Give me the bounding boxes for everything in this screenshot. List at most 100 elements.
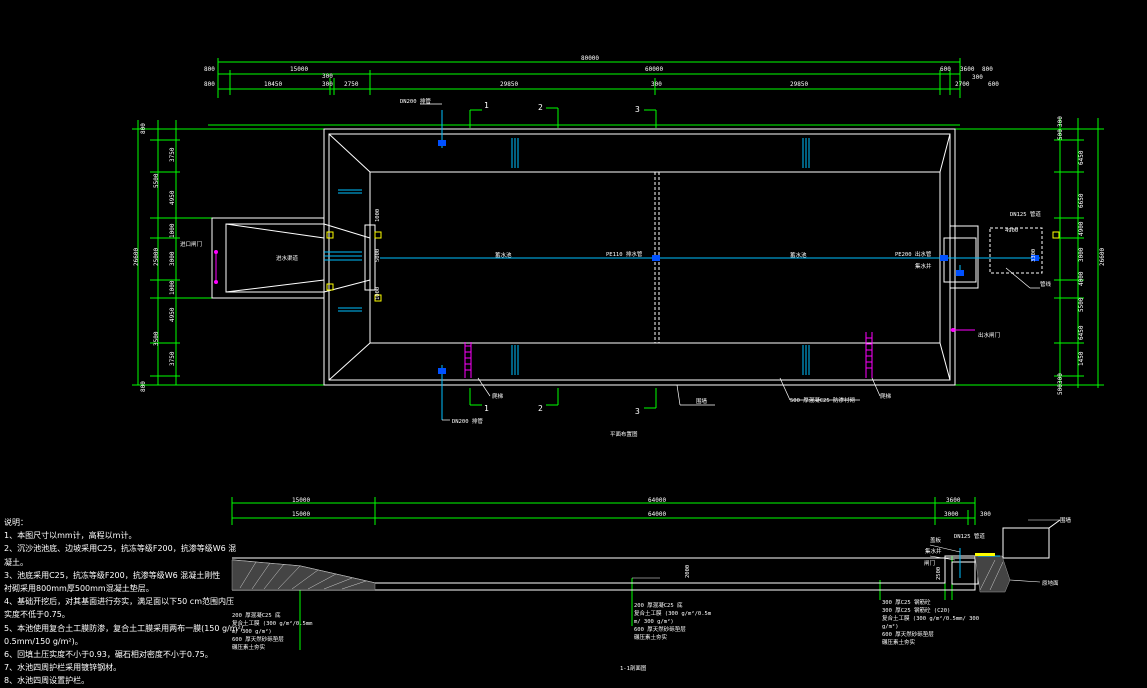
note-line-12: 8、水池四周设置护栏。 — [4, 676, 90, 686]
pe-mid-label: PE110 排水管 — [606, 250, 643, 258]
sec-dim-r2-0: 15000 — [292, 511, 310, 518]
plan-pipe-markers — [438, 140, 1039, 374]
wall-label: 围墙 — [696, 397, 708, 405]
sec-cap-label: 盖板 — [930, 536, 942, 544]
rect-1000-label: 1000 — [375, 209, 381, 222]
pipe-note-label: 管线 — [1040, 280, 1052, 288]
sec-gate-label: 闸门 — [924, 559, 935, 567]
dim-right-3: 6650 — [1078, 193, 1085, 208]
dim-left-2: 5500 — [153, 173, 160, 188]
sec-wall-label: 围墙 — [1060, 516, 1072, 524]
ladder-left-label: 爬梯 — [492, 392, 504, 400]
sec-label-r1: 300 厚C25 钢筋砼 — [882, 598, 931, 606]
dim-left-4: 25000 — [153, 248, 160, 266]
dn125-label: DN125 管道 — [1010, 210, 1041, 218]
sec-label-m3: m/ 300 g/m²) — [634, 618, 674, 625]
dim-left-7: 3000 — [169, 251, 176, 266]
sec-sump-label: 集水井 — [925, 547, 942, 555]
sec-label-r3: 复合土工膜 (300 g/m²/0.5mm/ 300 — [882, 614, 979, 622]
dim-top-r2-2: 300 — [322, 73, 333, 80]
dim-top-r2-5: 3600 — [960, 66, 975, 73]
dim-top-r3-3: 2750 — [344, 81, 359, 88]
dim-right-0: 500 — [1057, 129, 1064, 140]
dim-right-4: 4900 — [1078, 221, 1085, 236]
plan-symbols — [326, 231, 1060, 302]
dim-top-r2-4: 600 — [940, 66, 951, 73]
plan-section-labels: 1 2 3 1 2 3 — [484, 101, 640, 416]
sec-dim-r1-0: 15000 — [292, 497, 310, 504]
sec-dim-r1-1: 64000 — [648, 497, 666, 504]
design-notes: 说明： 1、本图尺寸以mm计，高程以m计。 2、沉沙池池底、边坡采用C25，抗冻… — [4, 516, 244, 688]
dim-left-3: 4950 — [169, 190, 176, 205]
note-line-11: 7、水池四周护栏采用镀锌钢材。 — [4, 663, 122, 673]
pool-label-right: 蓄水池 — [790, 251, 807, 259]
rect-1000b-label: 1000 — [375, 287, 381, 300]
ladder-right-label: 爬梯 — [880, 392, 892, 400]
note-line-6: 4、基础开挖后，对其基面进行夯实，满足面以下50 cm范围内压 — [4, 597, 235, 607]
dim-left-11: 3750 — [169, 351, 176, 366]
plan-ladders — [215, 250, 975, 378]
plan-right-dim-text: 500 300 6450 6650 4900 3000 4000 5500 64… — [1057, 116, 1106, 395]
section-dimensions — [231, 497, 976, 650]
note-line-5: 衬砌采用800mm厚500mm混凝土垫层。 — [4, 584, 154, 594]
dim-right-1: 300 — [1057, 116, 1064, 127]
sec-label-m2: 复合土工膜 (300 g/m²/0.5m — [634, 609, 712, 617]
sec-dim2000: 2000 — [685, 565, 691, 578]
plan-left-dim-text: 800 3750 5500 4950 25000 26600 1000 3000… — [133, 123, 176, 392]
sec-label-l2: 复合土工膜 (300 g/m²/0.5mm — [232, 619, 313, 627]
sec-label-m1: 200 厚混凝C25 底 — [634, 601, 683, 609]
grid-label: 4900 — [1005, 228, 1018, 234]
note-line-8: 5、本池使用复合土工膜防渗，复合土工膜采用两布一膜(150 g/m²/ — [4, 623, 244, 633]
rect-5000-label: 5000 — [375, 249, 381, 262]
dim-top-r2-1: 15000 — [290, 66, 308, 73]
pe-right-label: PE200 出水管 — [895, 250, 932, 258]
section-title: 1-1剖面图 — [620, 664, 647, 672]
plan-pipes — [324, 110, 1040, 420]
dim-right-2: 6450 — [1078, 150, 1085, 165]
sec-label-m4: 600 厚天然砂砾垫层 — [634, 625, 686, 633]
dim-right-12: 26600 — [1099, 248, 1106, 266]
cut-mark-1-top: 1 — [484, 101, 489, 110]
dim-left-12: 800 — [140, 381, 147, 392]
section-dim-text: 15000 64000 3600 15000 64000 3000 300 — [292, 497, 991, 518]
sump-label: 集水井 — [915, 262, 932, 270]
sec-dim-r2-2: 3000 — [944, 511, 959, 518]
sec-label-l3: m/ 300 g/m²) — [232, 628, 272, 635]
plan-title: 平面布置图 — [610, 430, 638, 438]
dim-right-11: 500 — [1057, 384, 1064, 395]
sec-dim-r1-2: 3600 — [946, 497, 961, 504]
note-line-3: 凝土。 — [4, 557, 28, 567]
cut-mark-1-bottom: 1 — [484, 404, 489, 413]
cut-mark-3-top: 3 — [635, 105, 640, 114]
plan-labels: DN200 排管 DN200 排管 进口闸门 进水渠道 PE110 排水管 PE… — [180, 97, 1052, 438]
dim-right-9: 1450 — [1078, 351, 1085, 366]
plan-section-cuts — [469, 107, 657, 409]
dim-top-r3-4: 29850 — [500, 81, 518, 88]
outlet-gate-label: 出水闸门 — [978, 331, 1000, 339]
lining-label: 500 厚混凝C25 防渗衬砌 — [790, 396, 855, 404]
cut-mark-2-bottom: 2 — [538, 404, 543, 413]
dim-right-10: 300 — [1057, 373, 1064, 384]
dim-top-r3-9: 600 — [988, 81, 999, 88]
notes-title: 说明： — [4, 518, 28, 527]
dim-top-r3-6: 29850 — [790, 81, 808, 88]
sec-label-r5: 600 厚天然砂砾垫层 — [882, 630, 934, 638]
note-line-4: 3、池底采用C25，抗冻等级F200，抗渗等级W6 混凝土刚性 — [4, 570, 221, 580]
dim-top-r2-3: 60000 — [645, 66, 663, 73]
section-markers — [975, 553, 995, 556]
dim-top-total: 80000 — [581, 55, 599, 62]
dn200-top-label: DN200 排管 — [400, 97, 431, 105]
note-line-2: 2、沉沙池池底、边坡采用C25，抗冻等级F200，抗渗等级W6 混 — [4, 544, 237, 554]
inlet-gate-label: 进口闸门 — [180, 240, 202, 248]
dim-right-6: 4000 — [1078, 271, 1085, 286]
plan-right-dimensions — [955, 118, 1104, 388]
dim-right-5: 3000 — [1078, 247, 1085, 262]
note-line-9: 0.5mm/150 g/m²)。 — [4, 636, 83, 646]
dim-3300-label: 3300 — [1031, 249, 1037, 262]
sec-label-l1: 200 厚混凝C25 底 — [232, 611, 281, 619]
cut-mark-3-bottom: 3 — [635, 407, 640, 416]
dim-left-8: 1000 — [169, 280, 176, 295]
sec-dim-r2-3: 300 — [980, 511, 991, 518]
dim-top-r3-2: 300 — [322, 81, 333, 88]
dim-top-r3-7: 2700 — [955, 81, 970, 88]
